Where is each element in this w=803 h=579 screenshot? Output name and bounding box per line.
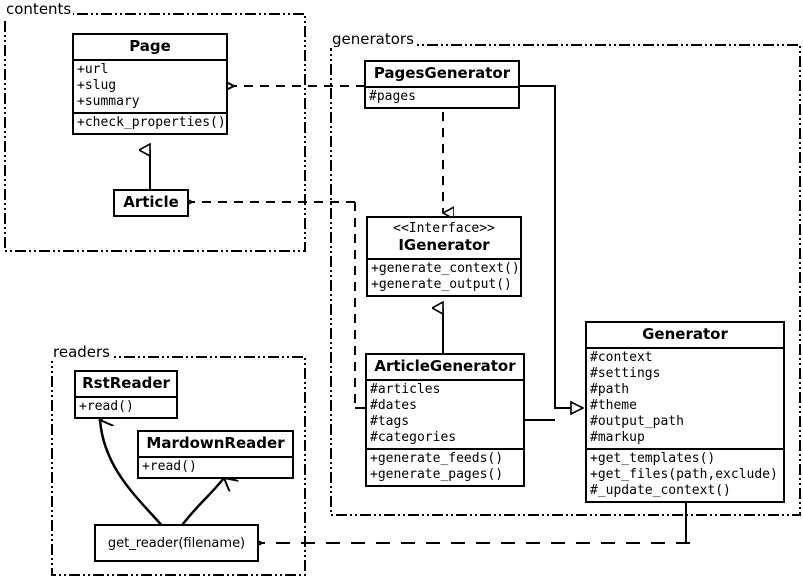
attribute-item: #pages	[369, 89, 416, 105]
class-attributes-page: +url +slug +summary	[74, 59, 226, 112]
function-label-get-reader: get_reader(filename)	[107, 535, 246, 551]
operation-item: +check_properties()	[77, 115, 226, 131]
operation-item: +read()	[142, 459, 197, 475]
class-title-igenerator: <<Interface>> IGenerator	[368, 218, 520, 258]
class-title-mardown-reader: MardownReader	[146, 434, 285, 452]
package-label-readers: readers	[51, 343, 112, 361]
class-name-igenerator: IGenerator	[398, 235, 490, 254]
class-title-pages-generator: PagesGenerator	[373, 64, 511, 82]
class-title-generator: Generator	[642, 325, 728, 343]
attribute-item: #categories	[370, 430, 457, 446]
attribute-item: #tags	[370, 414, 410, 430]
attribute-item: #articles	[370, 382, 441, 398]
attribute-item: #settings	[590, 366, 661, 382]
attribute-item: #output_path	[590, 414, 684, 430]
operation-item: +read()	[79, 399, 134, 415]
class-box-article[interactable]: Article	[113, 189, 189, 218]
attribute-item: #path	[590, 382, 630, 398]
operation-item: +get_templates()	[590, 451, 716, 467]
class-title-article: Article	[123, 193, 179, 211]
class-title-page: Page	[129, 37, 171, 55]
class-operations-rst-reader: +read()	[76, 396, 176, 417]
attribute-item: +slug	[77, 78, 117, 94]
operation-item: #_update_context()	[590, 483, 731, 499]
rel-getreader-to-mardownreader	[178, 478, 224, 529]
class-operations-generator: +get_templates() +get_files(path,exclude…	[587, 448, 783, 501]
class-box-article-generator[interactable]: ArticleGenerator #articles #dates #tags …	[365, 353, 525, 488]
class-title-article-generator: ArticleGenerator	[374, 357, 516, 375]
operation-item: +generate_output()	[371, 276, 512, 292]
operation-item: +get_files(path,exclude)	[590, 467, 778, 483]
class-attributes-generator: #context #settings #path #theme #output_…	[587, 347, 783, 448]
class-operations-article-generator: +generate_feeds() +generate_pages()	[367, 448, 523, 485]
attribute-item: #dates	[370, 398, 417, 414]
class-box-igenerator[interactable]: <<Interface>> IGenerator +generate_conte…	[366, 216, 522, 297]
class-box-pages-generator[interactable]: PagesGenerator #pages	[364, 60, 520, 110]
class-operations-mardown-reader: +read()	[139, 456, 292, 477]
class-operations-igenerator: +generate_context() +generate_output()	[368, 257, 520, 295]
package-label-contents: contents	[4, 0, 74, 18]
operation-item: +generate_pages()	[370, 467, 504, 483]
class-attributes-pages-generator: #pages	[366, 86, 518, 107]
package-label-generators: generators	[330, 30, 416, 48]
class-operations-page: +check_properties()	[74, 112, 226, 133]
operation-item: +generate_context()	[371, 260, 520, 276]
attribute-item: #context	[590, 350, 653, 366]
class-stereotype-igenerator: <<Interface>>	[393, 221, 495, 236]
attribute-item: #markup	[590, 430, 645, 446]
attribute-item: +url	[77, 62, 109, 78]
rel-articlegenerator-to-article	[192, 202, 366, 409]
attribute-item: +summary	[77, 94, 140, 110]
class-box-mardown-reader[interactable]: MardownReader +read()	[137, 430, 294, 480]
attribute-item: #theme	[590, 398, 637, 414]
rel-generators-to-generator	[520, 85, 583, 421]
class-box-rst-reader[interactable]: RstReader +read()	[74, 370, 178, 420]
class-box-page[interactable]: Page +url +slug +summary +check_properti…	[72, 33, 228, 136]
operation-item: +generate_feeds()	[370, 451, 504, 467]
function-box-get-reader[interactable]: get_reader(filename)	[94, 524, 259, 562]
class-box-generator[interactable]: Generator #context #settings #path #them…	[585, 321, 785, 504]
class-attributes-article-generator: #articles #dates #tags #categories	[367, 379, 523, 448]
class-title-rst-reader: RstReader	[82, 374, 170, 392]
